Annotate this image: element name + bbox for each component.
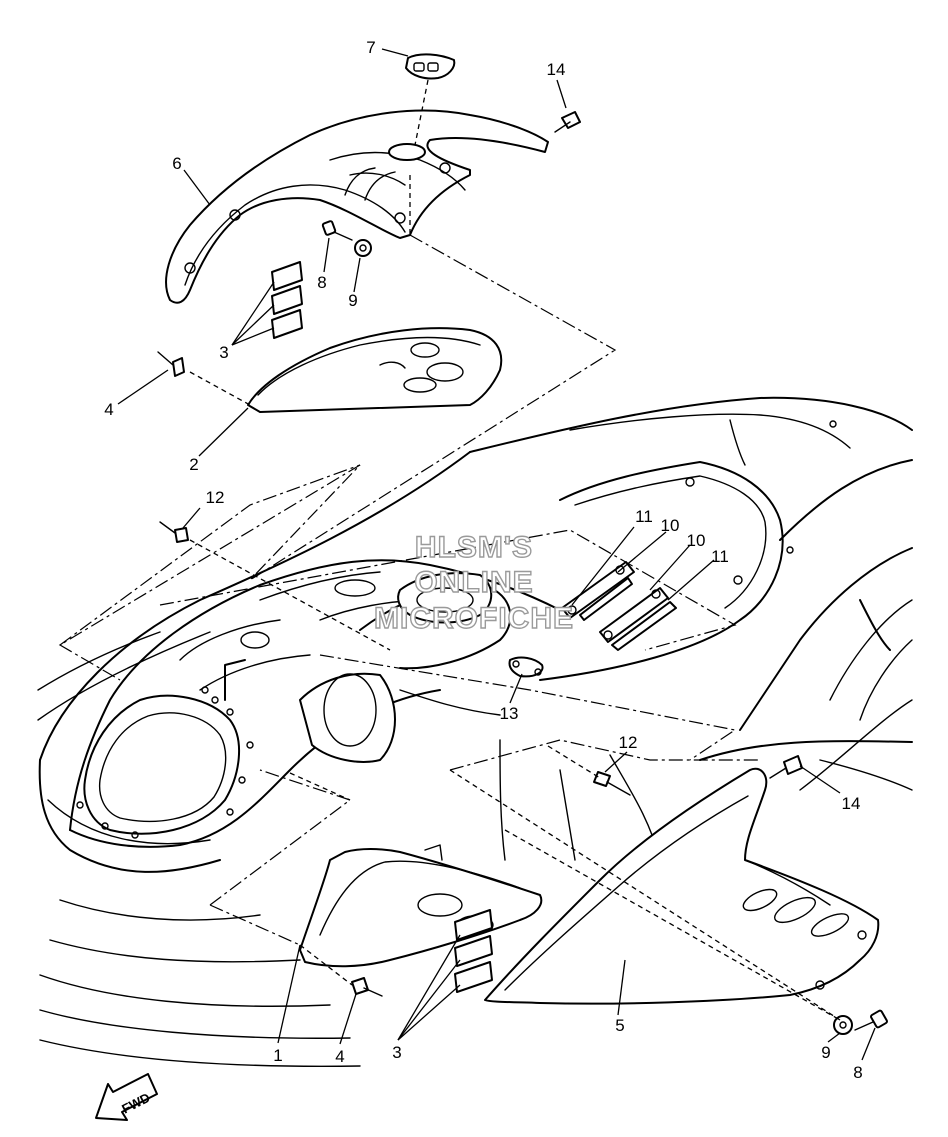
callout-4-top: 4	[104, 400, 113, 419]
callouts: 7 14 6 8 9 3 4 2 12 11 10 10 11 13 12 14…	[104, 38, 862, 1082]
watermark-line-1: HLSM'S	[415, 531, 533, 564]
watermark: HLSM'S ONLINE MICROFICHE	[373, 530, 574, 635]
part-6-cover	[165, 109, 549, 304]
callout-11-a: 11	[635, 507, 653, 526]
callout-14-right: 14	[842, 794, 861, 813]
callout-11-b: 11	[711, 547, 729, 566]
watermark-line-2: ONLINE	[414, 566, 533, 599]
callout-8-top: 8	[317, 273, 326, 292]
callout-7: 7	[366, 38, 375, 57]
part-3-pads-bottom	[454, 909, 493, 993]
fwd-arrow: FWD	[95, 1073, 158, 1121]
callout-14-top: 14	[547, 60, 566, 79]
callout-2: 2	[189, 455, 198, 474]
inner-console	[69, 559, 561, 848]
callout-1: 1	[273, 1046, 282, 1065]
part-2-liner	[247, 327, 503, 413]
hardware	[157, 111, 888, 1035]
deck-hull	[37, 396, 913, 1067]
callout-13: 13	[500, 704, 519, 723]
part-7-emblem	[405, 53, 456, 146]
callout-3-top: 3	[219, 343, 228, 362]
callout-9-bottom: 9	[821, 1043, 830, 1062]
part-3-pads-top	[271, 261, 303, 339]
callout-9-top: 9	[348, 291, 357, 310]
callout-3-bottom: 3	[392, 1043, 401, 1062]
part-1-liner	[299, 844, 543, 968]
callout-12-right: 12	[619, 733, 638, 752]
callout-12-left: 12	[206, 488, 225, 507]
part-5-cover	[484, 767, 880, 1005]
callout-6: 6	[172, 154, 181, 173]
callout-5: 5	[615, 1016, 624, 1035]
callout-4-bottom: 4	[335, 1047, 344, 1066]
watermark-line-3: MICROFICHE	[374, 602, 574, 635]
leader-lines	[117, 48, 876, 1061]
callout-10-b: 10	[687, 531, 706, 550]
callout-10-a: 10	[661, 516, 680, 535]
callout-8-bottom: 8	[853, 1063, 862, 1082]
assembly-lines	[58, 175, 841, 1021]
